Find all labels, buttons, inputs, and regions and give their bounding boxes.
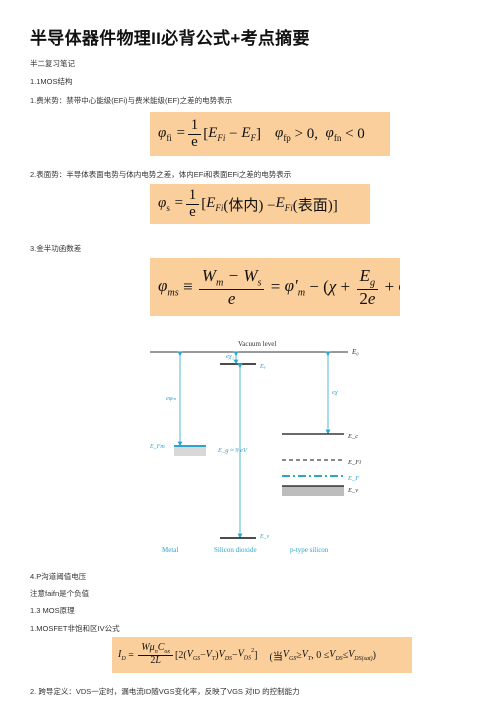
vacuum-level-label: Vacuum level <box>238 340 276 348</box>
ev-label: E_v <box>347 487 358 494</box>
item-transconductance: 2. 跨导定义：VDS一定时，漏电流ID随VGS变化率，反映了VGS 对ID 的… <box>30 687 300 696</box>
note-faifn: 注意faifn是个负值 <box>30 589 90 598</box>
item-mosfet-iv: 1.MOSFET非饱和区IV公式 <box>30 624 120 633</box>
p-type-silicon-label: p-type silicon <box>290 546 329 554</box>
item-work-function-difference: 3.金半功函数差 <box>30 244 82 253</box>
e-chi-label: eχ <box>332 389 338 396</box>
ev-oxide-label: E_v <box>259 534 270 540</box>
efm-label: E_Fm <box>149 444 165 450</box>
e0-label: E₀ <box>351 348 359 356</box>
eg-label: E_g ≈ 9 eV <box>217 447 248 454</box>
e-phi-m-label: eφₘ <box>166 395 176 402</box>
page-title: 半导体器件物理II必背公式+考点摘要 <box>30 29 310 48</box>
item-fermi-potential: 1.费米势：禁带中心能级(EFi)与费米能级(EF)之差的电势表示 <box>30 96 233 105</box>
oxide-label: Silicon dioxide <box>214 546 257 554</box>
ec-label: E_c <box>347 433 358 440</box>
subtitle: 半二复习笔记 <box>30 59 75 68</box>
section-1-1: 1.1MOS结构 <box>30 77 73 86</box>
efi-label: E_Fi <box>347 459 361 466</box>
ef-label: E_F <box>347 475 360 482</box>
energy-band-diagram: Vacuum level E₀ E_Fm eφₘ eχ₁ Eₑ E_g ≈ 9 … <box>149 340 361 554</box>
item-surface-potential: 2.表面势：半导体表面电势与体内电势之差，体内EFi和表面EFi之差的电势表示 <box>30 170 292 179</box>
item-p-channel-threshold: 4.P沟道阈值电压 <box>30 572 87 581</box>
ec-oxide-label: Eₑ <box>259 363 266 370</box>
section-1-3: 1.3 MOS原理 <box>30 606 75 615</box>
metal-label: Metal <box>162 546 178 554</box>
ex1-label: eχ₁ <box>226 353 234 360</box>
